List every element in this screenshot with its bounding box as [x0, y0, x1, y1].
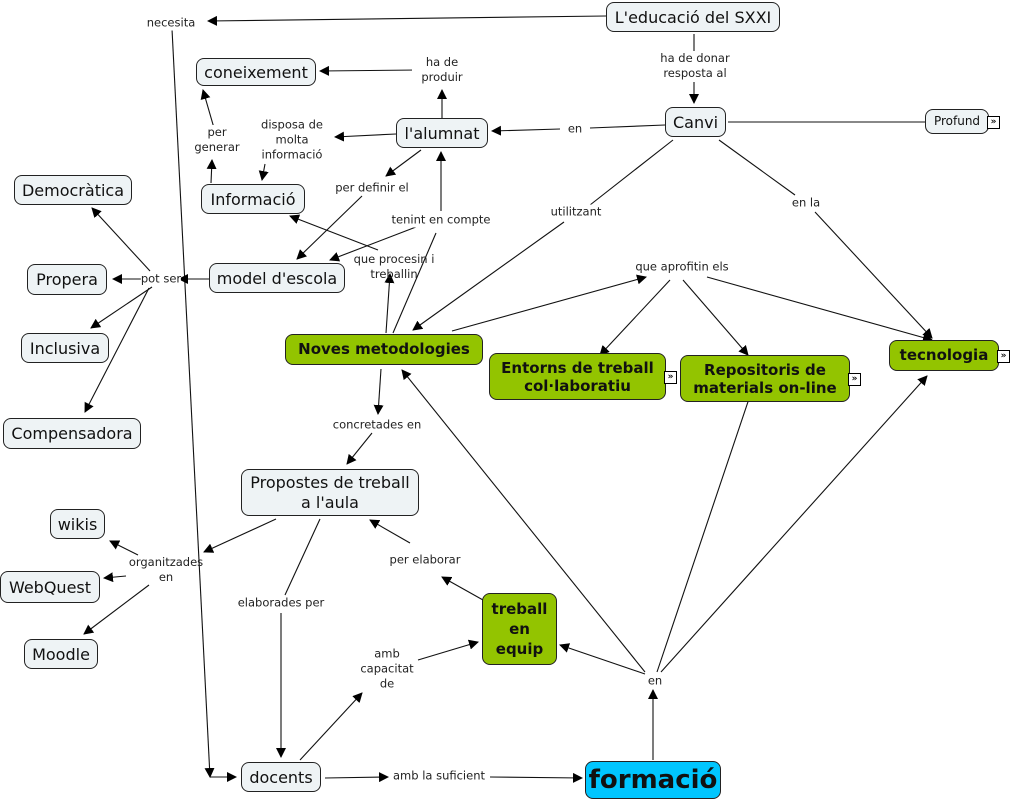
link-concretades: concretades en: [332, 417, 422, 433]
link-ha-de-donar: ha de donar resposta al: [650, 51, 740, 81]
line-connector: [392, 232, 437, 334]
arrow-connector: [451, 274, 647, 332]
node-canvi[interactable]: Canvi: [665, 107, 726, 137]
node-model-escola[interactable]: model d'escola: [209, 263, 345, 293]
node-educacio[interactable]: L'educació del SXXI: [606, 2, 780, 32]
arrow-connector: [319, 65, 419, 76]
arrow-connector: [682, 279, 749, 356]
arrow-connector: [491, 125, 561, 136]
arrow-connector: [299, 692, 363, 761]
arrow-connector: [441, 576, 484, 601]
node-entorns-treball[interactable]: Entorns de treball col·laboratiu: [489, 353, 666, 400]
arrow-connector: [296, 195, 363, 260]
arrow-connector: [373, 368, 384, 415]
link-disposa: disposa de molta informació: [254, 117, 330, 163]
link-elaborades: elaborades per: [237, 595, 325, 611]
link-per-definir: per definir el: [335, 180, 409, 196]
node-treball-equip[interactable]: treball en equip: [482, 593, 557, 665]
line-connector: [589, 139, 674, 206]
arrow-connector: [289, 214, 379, 251]
node-moodle[interactable]: Moodle: [24, 639, 98, 669]
arrow-connector: [559, 643, 646, 675]
link-en-formacio: en: [647, 673, 663, 689]
arrow-connector: [489, 772, 583, 783]
link-organitzades: organitzades en: [128, 555, 204, 584]
link-amb-suficient: amb la suficient: [392, 768, 486, 784]
node-inclusiva[interactable]: Inclusiva: [21, 333, 109, 363]
node-noves-metodologies[interactable]: Noves metodologies: [285, 334, 483, 365]
node-webquest[interactable]: WebQuest: [0, 571, 100, 603]
arrow-connector: [346, 432, 373, 465]
link-que-aprofitin: que aprofitin els: [635, 259, 729, 275]
arrow-connector: [207, 15, 607, 26]
arrow-connector: [91, 207, 151, 272]
line-connector: [589, 124, 666, 129]
arrow-connector: [412, 221, 565, 331]
submap-link-icon[interactable]: »: [664, 371, 677, 384]
arrow-connector: [385, 149, 422, 177]
arrow-connector: [200, 89, 215, 129]
arrow-connector: [369, 519, 411, 544]
link-que-procesin: que procesin i treballin: [353, 252, 435, 281]
node-propostes[interactable]: Propostes de treball a l'aula: [241, 469, 419, 516]
node-democratica[interactable]: Democràtica: [14, 175, 132, 205]
node-compensadora[interactable]: Compensadora: [3, 418, 141, 449]
arrow-connector: [84, 287, 150, 413]
submap-link-icon[interactable]: »: [848, 373, 861, 386]
link-per-elaborar: per elaborar: [389, 552, 461, 568]
arrow-connector: [103, 572, 127, 583]
node-formacio[interactable]: formació: [585, 761, 721, 799]
arrow-connector: [417, 639, 479, 661]
arrow-connector: [83, 584, 150, 635]
link-amb-capacitat: amb capacitat de: [357, 646, 417, 692]
link-tenint: tenint en compte: [391, 212, 491, 228]
node-coneixement[interactable]: coneixement: [196, 58, 316, 86]
node-alumnat[interactable]: l'alumnat: [396, 118, 488, 148]
node-tecnologia[interactable]: tecnologia: [889, 340, 999, 371]
submap-link-icon[interactable]: »: [997, 350, 1010, 363]
node-wikis[interactable]: wikis: [50, 509, 105, 539]
arrow-connector: [599, 279, 671, 356]
arrow-connector: [656, 374, 759, 673]
link-pot-ser: pot ser: [140, 271, 182, 287]
arrow-connector: [706, 276, 933, 343]
arrow-connector: [203, 518, 277, 553]
arrow-connector: [90, 286, 153, 329]
arrow-connector: [329, 226, 417, 262]
arrow-connector: [384, 273, 395, 334]
node-profund[interactable]: Profund: [925, 109, 989, 134]
arrow-connector: [109, 540, 139, 556]
node-docents[interactable]: docents: [241, 762, 321, 792]
arrow-connector: [258, 163, 269, 181]
link-en-canvi: en: [567, 121, 583, 137]
node-informacio[interactable]: Informació: [201, 184, 305, 214]
arrow-connector: [660, 375, 928, 673]
node-propera[interactable]: Propera: [27, 264, 107, 295]
arrow-connector: [814, 211, 933, 339]
link-en-la: en la: [791, 195, 821, 211]
arrow-connector: [334, 131, 397, 142]
link-utilitzant: utilitzant: [550, 204, 602, 220]
line-connector: [284, 518, 321, 596]
arrow-connector: [171, 28, 215, 778]
submap-link-icon[interactable]: »: [987, 116, 1000, 129]
arrow-connector: [324, 772, 389, 783]
link-ha-de-produir: ha de produir: [412, 55, 472, 85]
arrow-connector: [401, 369, 646, 673]
link-per-generar: per generar: [189, 125, 245, 155]
line-connector: [718, 139, 796, 196]
node-repositoris[interactable]: Repositoris de materials on-line: [680, 355, 850, 402]
link-necesita: necesita: [146, 15, 196, 31]
arrow-connector: [206, 159, 217, 184]
